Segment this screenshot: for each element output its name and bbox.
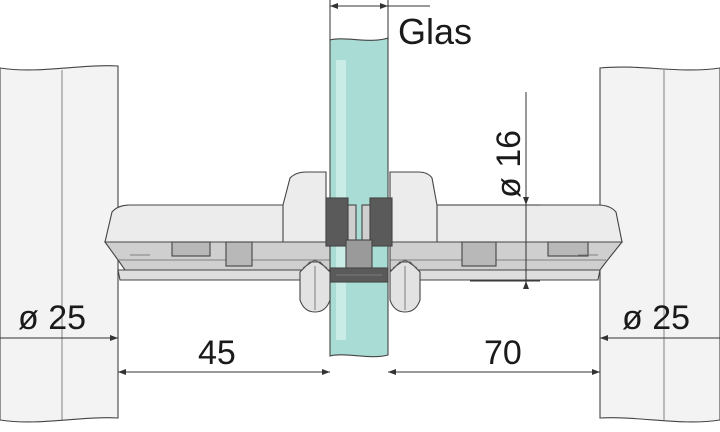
glass-pane — [329, 37, 389, 358]
right-tube-diameter-dimension — [600, 335, 720, 341]
glass-thickness-dimension — [329, 0, 430, 40]
left-set-screw — [299, 259, 331, 313]
left-tube-diameter-label: ø 25 — [18, 299, 86, 337]
mount-diameter-label: ø 16 — [490, 130, 528, 198]
right-distance-label: 70 — [484, 334, 522, 372]
left-distance-dimension — [118, 369, 330, 375]
left-distance-label: 45 — [198, 334, 236, 372]
left-clamp-arm — [103, 171, 357, 281]
right-tube — [599, 66, 720, 423]
left-tube — [0, 65, 119, 423]
right-tube-diameter-label: ø 25 — [622, 299, 690, 337]
right-distance-dimension — [388, 369, 600, 375]
right-set-screw — [389, 259, 421, 313]
left-tube-diameter-dimension — [0, 335, 118, 341]
mount-diameter-dimension — [438, 92, 540, 289]
right-clamp-arm — [361, 171, 624, 281]
glass-label: Glas — [398, 11, 472, 52]
